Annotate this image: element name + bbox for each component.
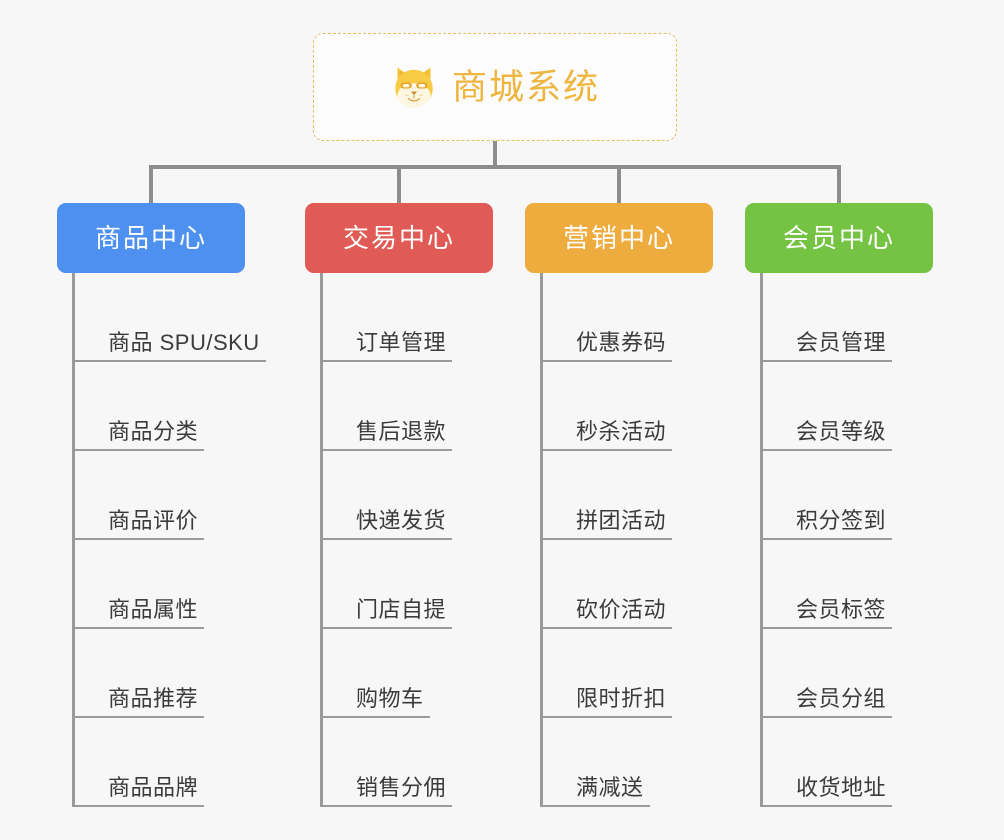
list-item[interactable]: 积分签到 — [763, 451, 933, 540]
branch-column-marketing: 营销中心 优惠券码 秒杀活动 拼团活动 砍价活动 限时折扣 满减送 — [525, 203, 713, 807]
root-node[interactable]: 商城系统 — [313, 33, 677, 141]
list-item[interactable]: 销售分佣 — [323, 718, 493, 807]
list-item-label: 商品品牌 — [108, 774, 199, 800]
branch-header-label: 营销中心 — [562, 223, 675, 253]
list-item[interactable]: 满减送 — [543, 718, 713, 807]
list-item[interactable]: 会员管理 — [763, 273, 933, 362]
branch-children-trade: 订单管理 售后退款 快递发货 门店自提 购物车 销售分佣 — [320, 273, 493, 807]
list-item-label: 商品 SPU/SKU — [108, 329, 260, 355]
list-item-label: 积分签到 — [796, 507, 887, 533]
list-item[interactable]: 砍价活动 — [543, 540, 713, 629]
branch-column-trade: 交易中心 订单管理 售后退款 快递发货 门店自提 购物车 销售分佣 — [305, 203, 493, 807]
list-item[interactable]: 会员分组 — [763, 629, 933, 718]
branch-column-member: 会员中心 会员管理 会员等级 积分签到 会员标签 会员分组 收货地址 — [745, 203, 933, 807]
branch-header-trade[interactable]: 交易中心 — [305, 203, 493, 273]
branch-children-marketing: 优惠券码 秒杀活动 拼团活动 砍价活动 限时折扣 满减送 — [540, 273, 713, 807]
connector-drop-2 — [397, 165, 401, 205]
list-item[interactable]: 拼团活动 — [543, 451, 713, 540]
list-item-label: 商品评价 — [108, 507, 199, 533]
list-item[interactable]: 门店自提 — [323, 540, 493, 629]
list-item-label: 会员标签 — [796, 596, 887, 622]
list-item-label: 会员管理 — [796, 329, 887, 355]
list-item[interactable]: 优惠券码 — [543, 273, 713, 362]
list-item[interactable]: 商品品牌 — [75, 718, 245, 807]
root-title: 商城系统 — [451, 67, 600, 107]
list-item[interactable]: 会员等级 — [763, 362, 933, 451]
shiba-dog-icon — [395, 67, 433, 109]
list-item[interactable]: 秒杀活动 — [543, 362, 713, 451]
list-item-label: 门店自提 — [356, 596, 447, 622]
list-item[interactable]: 限时折扣 — [543, 629, 713, 718]
list-item-label: 售后退款 — [356, 418, 447, 444]
list-item-label: 订单管理 — [356, 329, 447, 355]
list-item[interactable]: 订单管理 — [323, 273, 493, 362]
list-item-label: 砍价活动 — [576, 596, 667, 622]
list-item[interactable]: 会员标签 — [763, 540, 933, 629]
list-item-label: 会员分组 — [796, 685, 887, 711]
list-item-label: 优惠券码 — [576, 329, 667, 355]
branch-header-member[interactable]: 会员中心 — [745, 203, 933, 273]
branch-children-product: 商品 SPU/SKU 商品分类 商品评价 商品属性 商品推荐 商品品牌 — [72, 273, 266, 807]
branch-header-product[interactable]: 商品中心 — [57, 203, 245, 273]
branch-children-member: 会员管理 会员等级 积分签到 会员标签 会员分组 收货地址 — [760, 273, 933, 807]
list-item[interactable]: 商品属性 — [75, 540, 245, 629]
list-item-label: 销售分佣 — [356, 774, 447, 800]
list-item-label: 限时折扣 — [576, 685, 667, 711]
connector-drop-4 — [837, 165, 841, 205]
list-item[interactable]: 商品推荐 — [75, 629, 245, 718]
connector-drop-3 — [617, 165, 621, 205]
list-item-label: 秒杀活动 — [576, 418, 667, 444]
list-item[interactable]: 商品 SPU/SKU — [75, 273, 266, 362]
branch-header-label: 商品中心 — [94, 223, 207, 253]
branch-header-label: 交易中心 — [342, 223, 455, 253]
branch-header-label: 会员中心 — [782, 223, 895, 253]
connector-root-stem — [493, 141, 497, 167]
connector-drop-1 — [149, 165, 153, 205]
branch-header-marketing[interactable]: 营销中心 — [525, 203, 713, 273]
list-item-label: 快递发货 — [356, 507, 447, 533]
list-item[interactable]: 商品评价 — [75, 451, 245, 540]
branch-column-product: 商品中心 商品 SPU/SKU 商品分类 商品评价 商品属性 商品推荐 商品品牌 — [57, 203, 266, 807]
list-item[interactable]: 收货地址 — [763, 718, 933, 807]
list-item[interactable]: 购物车 — [323, 629, 493, 718]
list-item[interactable]: 快递发货 — [323, 451, 493, 540]
list-item-label: 拼团活动 — [576, 507, 667, 533]
connector-horizontal-bus — [149, 165, 841, 169]
list-item-label: 商品属性 — [108, 596, 199, 622]
list-item-label: 满减送 — [576, 774, 644, 800]
list-item-label: 商品推荐 — [108, 685, 199, 711]
list-item[interactable]: 商品分类 — [75, 362, 245, 451]
list-item-label: 购物车 — [356, 685, 424, 711]
list-item-label: 商品分类 — [108, 418, 199, 444]
list-item-label: 会员等级 — [796, 418, 887, 444]
list-item[interactable]: 售后退款 — [323, 362, 493, 451]
list-item-label: 收货地址 — [796, 774, 887, 800]
